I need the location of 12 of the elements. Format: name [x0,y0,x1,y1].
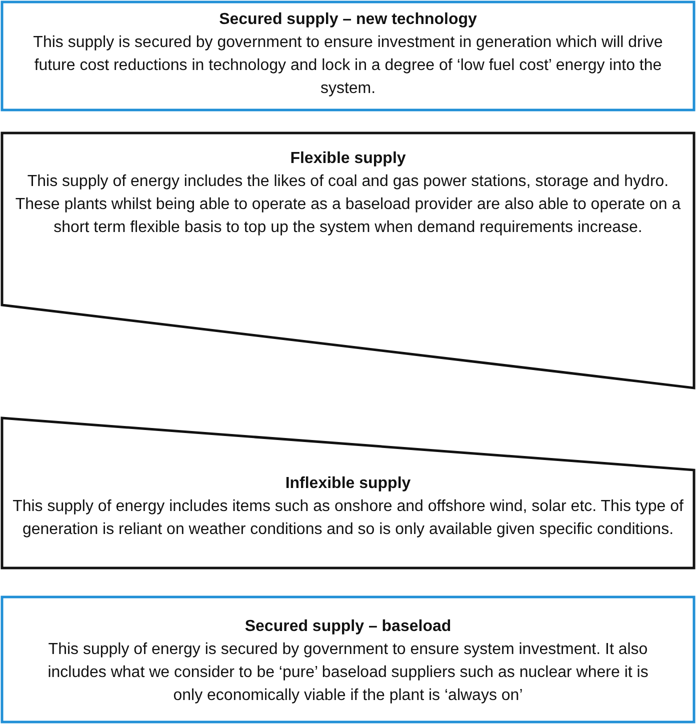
section-heading: Secured supply – new technology [219,10,477,30]
slanted-section-shape [2,418,694,568]
section-heading: Inflexible supply [285,474,411,494]
section-description: This supply of energy is secured by government to ensure system investment. It also includes what we consider to be ‘pure’ baseload suppliers such as nuclear where it is only economically viable if the plant is ‘always on’ [46,640,650,706]
section-box [2,2,694,110]
slanted-section-shape [2,133,694,388]
section-heading: Flexible supply [290,149,406,169]
section-description: This supply of energy includes items such as onshore and offshore wind, solar etc. This type of generation is reliant on weather conditions and so is only available given specific conditions. [12,497,684,540]
section-box [2,597,694,722]
section-description: This supply is secured by government to ensure investment in generation which will drive future cost reductions in technology and lock in a degree of ‘low fuel cost’ energy into the system. [32,33,664,99]
section-description: This supply of energy includes the likes of coal and gas power stations, storage and hydro. These plants whilst being able to operate as a baseload provider are also able to operate on a short term flexible basis to top up the system when demand requirements increase. [14,172,682,238]
section-heading: Secured supply – baseload [244,617,452,637]
